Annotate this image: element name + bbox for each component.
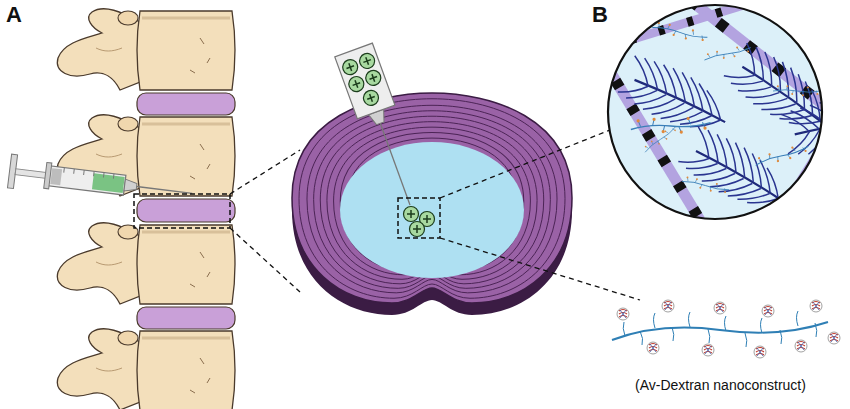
panel-letter: A xyxy=(6,2,22,27)
construct-label: (Av-Dextran nanoconstruct) xyxy=(635,377,806,393)
panel-letter: B xyxy=(592,2,608,27)
